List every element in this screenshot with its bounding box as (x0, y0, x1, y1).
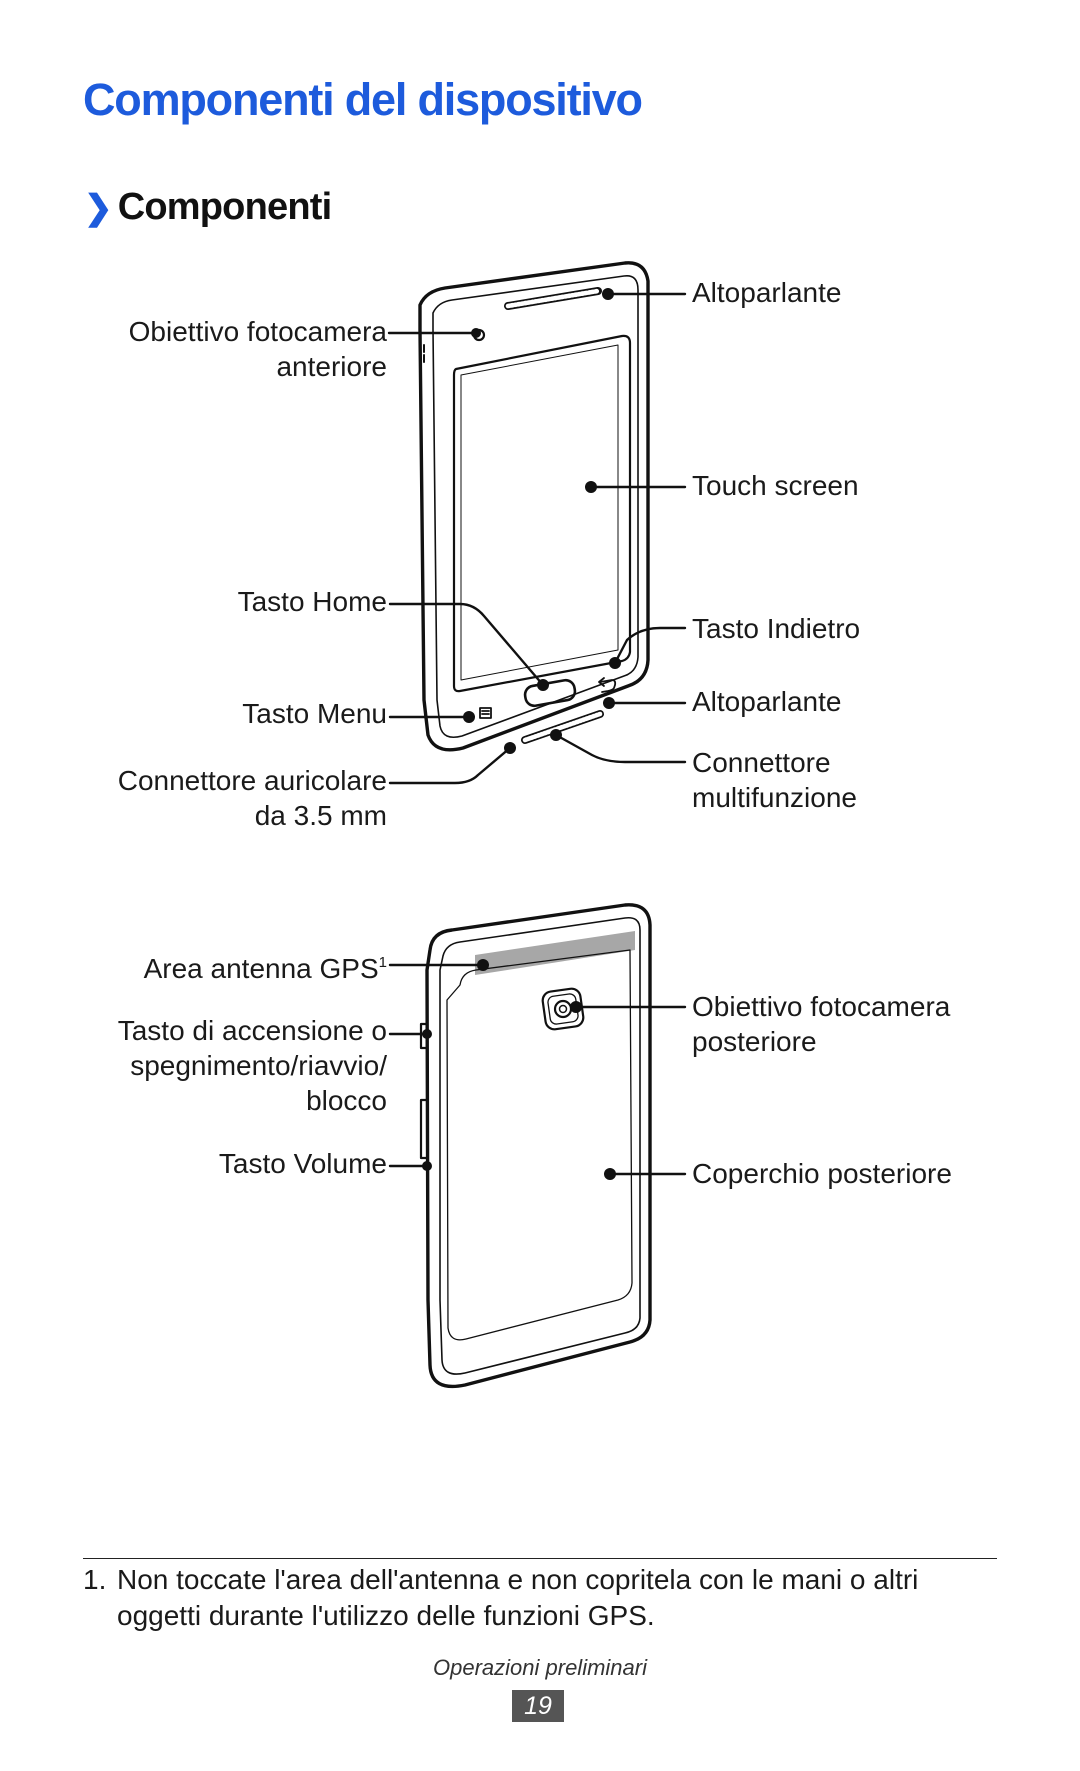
label-front-camera: Obiettivo fotocamera anteriore (129, 314, 387, 384)
label-rear-camera-line1: Obiettivo fotocamera (692, 991, 951, 1022)
phone-front-illustration (418, 261, 650, 752)
footnote-divider (83, 1558, 997, 1559)
label-multifunction-line1: Connettore (692, 747, 831, 778)
label-headset-jack-line2: da 3.5 mm (254, 800, 387, 831)
label-home-key: Tasto Home (237, 586, 387, 617)
footnote-number: 1. (83, 1564, 107, 1595)
phone-back-illustration (419, 903, 652, 1389)
page-number: 19 (512, 1690, 564, 1722)
label-power-key-line2: spegnimento/riavvio/ (130, 1050, 387, 1081)
back-arrow-icon (598, 677, 617, 693)
footnote-text: Non toccate l'area dell'antenna e non co… (117, 1564, 919, 1631)
label-gps-antenna-text: Area antenna GPS (143, 953, 379, 984)
label-gps-antenna: Area antenna GPS1 (144, 945, 387, 986)
chevron-right-icon: ❯ (84, 189, 112, 227)
footnote-ref: 1 (378, 954, 387, 971)
label-headset-jack: Connettore auricolare da 3.5 mm (118, 763, 387, 833)
label-power-key-line3: blocco (306, 1085, 387, 1116)
menu-key-icon (479, 707, 492, 719)
label-power-key: Tasto di accensione o spegnimento/riavvi… (118, 1013, 387, 1118)
label-back-cover: Coperchio posteriore (692, 1158, 952, 1189)
leader-lines (387, 292, 687, 1176)
label-rear-camera-line2: posteriore (692, 1026, 817, 1057)
label-multifunction-jack: Connettore multifunzione (692, 745, 857, 815)
device-diagram (387, 261, 687, 1389)
label-back-key: Tasto Indietro (692, 613, 861, 644)
page-title: Componenti del dispositivo (83, 74, 643, 125)
label-earpiece: Altoparlante (692, 277, 842, 308)
label-power-key-line1: Tasto di accensione o (117, 1015, 387, 1046)
label-headset-jack-line1: Connettore auricolare (117, 765, 387, 796)
label-menu-key: Tasto Menu (242, 698, 387, 729)
label-speaker: Altoparlante (692, 686, 842, 717)
footnote: 1. Non toccate l'area dell'antenna e non… (83, 1562, 997, 1634)
section-title-text: Componenti (117, 186, 332, 228)
label-multifunction-line2: multifunzione (692, 782, 857, 813)
label-rear-camera: Obiettivo fotocamera posteriore (692, 989, 950, 1059)
label-front-camera-line2: anteriore (276, 351, 387, 382)
label-volume-key: Tasto Volume (218, 1148, 387, 1179)
label-front-camera-line1: Obiettivo fotocamera (128, 316, 387, 347)
leader-dots (422, 288, 621, 1180)
label-touch-screen: Touch screen (692, 470, 859, 501)
footer-section-name: Operazioni preliminari (433, 1655, 647, 1680)
section-title: ❯Componenti (84, 186, 332, 229)
